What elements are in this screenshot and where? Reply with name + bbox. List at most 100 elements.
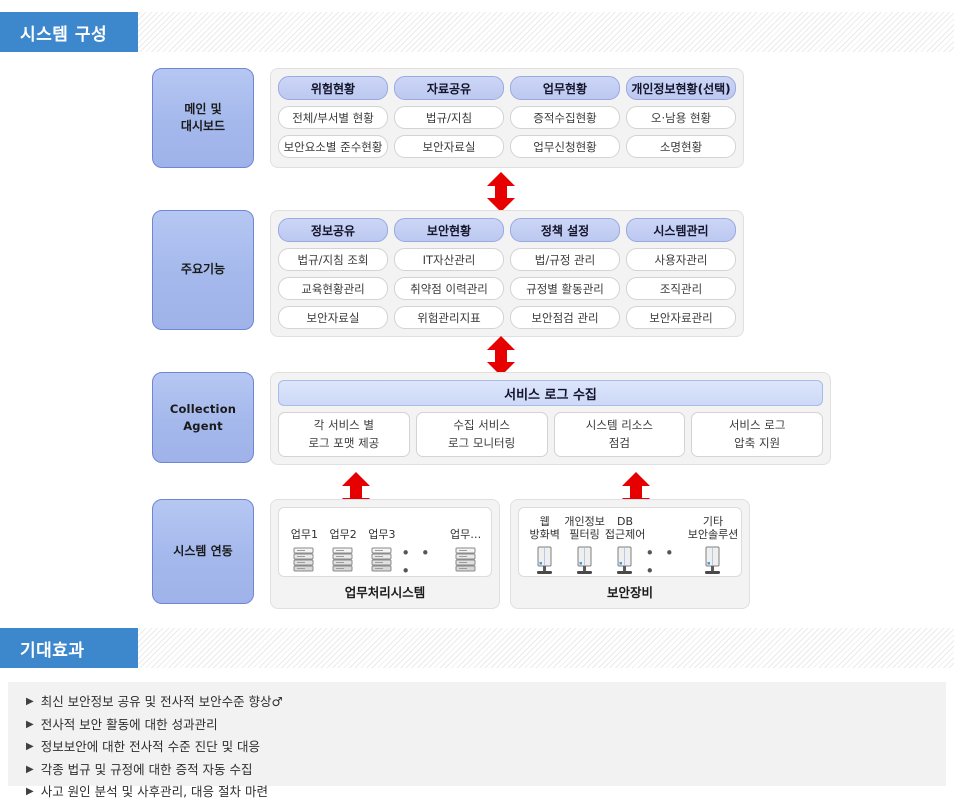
node-label: 업무… xyxy=(450,528,482,542)
column-header[interactable]: 시스템관리 xyxy=(626,218,736,242)
column-work-status: 업무현황 증적수집현황 업무신청현황 xyxy=(510,76,620,158)
agent-item[interactable]: 서비스 로그 압축 지원 xyxy=(691,412,823,457)
panel-dashboard: 위험현황 전체/부서별 현황 보안요소별 준수현황 자료공유 법규/지침 보안자… xyxy=(270,68,744,168)
group-business-systems: 업무1 xyxy=(270,499,500,609)
column-item[interactable]: 보안점검 관리 xyxy=(510,306,620,329)
node-business-more[interactable]: 업무… xyxy=(446,514,485,575)
column-item[interactable]: IT자산관리 xyxy=(394,248,504,271)
node-label: DB 접근제어 xyxy=(604,514,646,542)
section-title-effect: 기대효과 xyxy=(0,628,138,668)
column-system-management: 시스템관리 사용자관리 조직관리 보안자료관리 xyxy=(626,218,736,329)
node-business-2[interactable]: 업무2 xyxy=(324,514,363,575)
list-item-text: 정보보안에 대한 전사적 수준 진단 및 대응 xyxy=(40,739,261,754)
column-item[interactable]: 보안자료관리 xyxy=(626,306,736,329)
security-appliance-icon xyxy=(576,546,592,574)
column-item[interactable]: 보안요소별 준수현황 xyxy=(278,135,388,158)
server-rack-icon xyxy=(332,547,353,572)
bullet-icon: ▶ xyxy=(26,741,34,753)
column-header[interactable]: 업무현황 xyxy=(510,76,620,100)
column-item[interactable]: 법규/지침 조회 xyxy=(278,248,388,271)
column-header[interactable]: 정보공유 xyxy=(278,218,388,242)
node-db-access-control[interactable]: DB 접근제어 xyxy=(605,514,645,577)
group-title-security: 보안장비 xyxy=(606,585,653,600)
column-header[interactable]: 정책 설정 xyxy=(510,218,620,242)
column-item[interactable]: 증적수집현황 xyxy=(510,106,620,129)
column-item[interactable]: 소명현황 xyxy=(626,135,736,158)
node-label: 업무3 xyxy=(368,528,396,542)
group-security-devices: 웹 방화벽 xyxy=(510,499,750,609)
node-label: 업무2 xyxy=(329,528,357,542)
list-item: ▶ 최신 보안정보 공유 및 전사적 보안수준 향상♂ xyxy=(26,694,946,709)
node-other-security[interactable]: 기타 보안솔루션 xyxy=(688,514,738,577)
ellipsis-security: • • • xyxy=(645,544,677,580)
column-item[interactable]: 전체/부서별 현황 xyxy=(278,106,388,129)
bullet-icon: ▶ xyxy=(26,786,34,798)
column-policy-settings: 정책 설정 법/규정 관리 규정별 활동관리 보안점검 관리 xyxy=(510,218,620,329)
bullet-icon: ▶ xyxy=(26,763,34,775)
agent-item-line1: 수집 서비스 xyxy=(453,418,510,433)
column-item[interactable]: 위험관리지표 xyxy=(394,306,504,329)
security-appliance-icon xyxy=(705,546,720,574)
bullet-icon: ▶ xyxy=(26,718,34,730)
list-item: ▶ 각종 법규 및 규정에 대한 증적 자동 수집 xyxy=(26,761,946,777)
node-business-3[interactable]: 업무3 xyxy=(363,514,402,575)
column-item[interactable]: 교육현황관리 xyxy=(278,277,388,300)
list-item: ▶ 정보보안에 대한 전사적 수준 진단 및 대응 xyxy=(26,739,946,754)
section-banner-effect: 기대효과 xyxy=(0,628,954,668)
column-security-status: 보안현황 IT자산관리 취약점 이력관리 위험관리지표 xyxy=(394,218,504,329)
node-web-firewall[interactable]: 웹 방화벽 xyxy=(525,514,564,577)
column-data-sharing: 자료공유 법규/지침 보안자료실 xyxy=(394,76,504,158)
column-item[interactable]: 조직관리 xyxy=(626,277,736,300)
section-title-system: 시스템 구성 xyxy=(0,12,138,52)
list-item-text: 전사적 보안 활동에 대한 성과관리 xyxy=(40,716,218,732)
agent-item[interactable]: 시스템 리소스 점검 xyxy=(553,412,686,457)
panel-collection-agent: 서비스 로그 수집 각 서비스 별 로그 포맷 제공 수집 서비스 로그 모니터… xyxy=(270,372,831,465)
server-rack-icon xyxy=(293,547,314,572)
node-label: 웹 방화벽 xyxy=(529,514,560,542)
column-item[interactable]: 취약점 이력관리 xyxy=(394,277,504,300)
agent-item-line2: 로그 모니터링 xyxy=(448,435,516,450)
node-privacy-filtering[interactable]: 개인정보 필터링 xyxy=(564,514,605,577)
row-label-features: 주요기능 xyxy=(152,210,254,330)
column-privacy-status: 개인정보현황(선택) 오·남용 현황 소명현황 xyxy=(626,76,736,158)
agent-item-line2: 로그 포맷 제공 xyxy=(308,435,380,450)
column-item[interactable]: 오·남용 현황 xyxy=(626,106,736,129)
column-header[interactable]: 위험현황 xyxy=(278,76,388,100)
list-item-text: 최신 보안정보 공유 및 전사적 보안수준 향상♂ xyxy=(40,694,283,709)
column-header[interactable]: 보안현황 xyxy=(394,218,504,242)
double-arrow-icon xyxy=(483,336,519,376)
agent-item-line1: 시스템 리소스 xyxy=(585,418,653,433)
agent-header[interactable]: 서비스 로그 수집 xyxy=(278,380,823,406)
node-label: 기타 보안솔루션 xyxy=(687,514,739,542)
list-item: ▶ 전사적 보안 활동에 대한 성과관리 xyxy=(26,716,946,732)
column-item[interactable]: 법규/지침 xyxy=(394,106,504,129)
column-item[interactable]: 업무신청현황 xyxy=(510,135,620,158)
node-business-1[interactable]: 업무1 xyxy=(285,514,324,575)
column-item[interactable]: 법/규정 관리 xyxy=(510,248,620,271)
column-item[interactable]: 사용자관리 xyxy=(626,248,736,271)
agent-item-line1: 각 서비스 별 xyxy=(313,418,374,433)
list-item-text: 각종 법규 및 규정에 대한 증적 자동 수집 xyxy=(40,761,253,777)
agent-item[interactable]: 수집 서비스 로그 모니터링 xyxy=(415,412,548,457)
panel-features: 정보공유 법규/지침 조회 교육현황관리 보안자료실 보안현황 IT자산관리 취… xyxy=(270,210,744,337)
column-header[interactable]: 개인정보현황(선택) xyxy=(626,76,736,100)
bullet-icon: ▶ xyxy=(26,696,34,708)
expected-effects-list: ▶ 최신 보안정보 공유 및 전사적 보안수준 향상♂ ▶ 전사적 보안 활동에… xyxy=(8,682,946,798)
node-label: 개인정보 필터링 xyxy=(564,514,605,542)
security-appliance-icon xyxy=(617,546,633,574)
column-item[interactable]: 보안자료실 xyxy=(278,306,388,329)
column-info-sharing: 정보공유 법규/지침 조회 교육현황관리 보안자료실 xyxy=(278,218,388,329)
column-header[interactable]: 자료공유 xyxy=(394,76,504,100)
list-item-text: 사고 원인 분석 및 사후관리, 대응 절차 마련 xyxy=(40,784,268,799)
agent-item[interactable]: 각 서비스 별 로그 포맷 제공 xyxy=(278,412,410,457)
column-item[interactable]: 규정별 활동관리 xyxy=(510,277,620,300)
column-item[interactable]: 보안자료실 xyxy=(394,135,504,158)
column-risk-status: 위험현황 전체/부서별 현황 보안요소별 준수현황 xyxy=(278,76,388,158)
node-label: 업무1 xyxy=(290,528,318,542)
double-arrow-icon xyxy=(483,172,519,212)
